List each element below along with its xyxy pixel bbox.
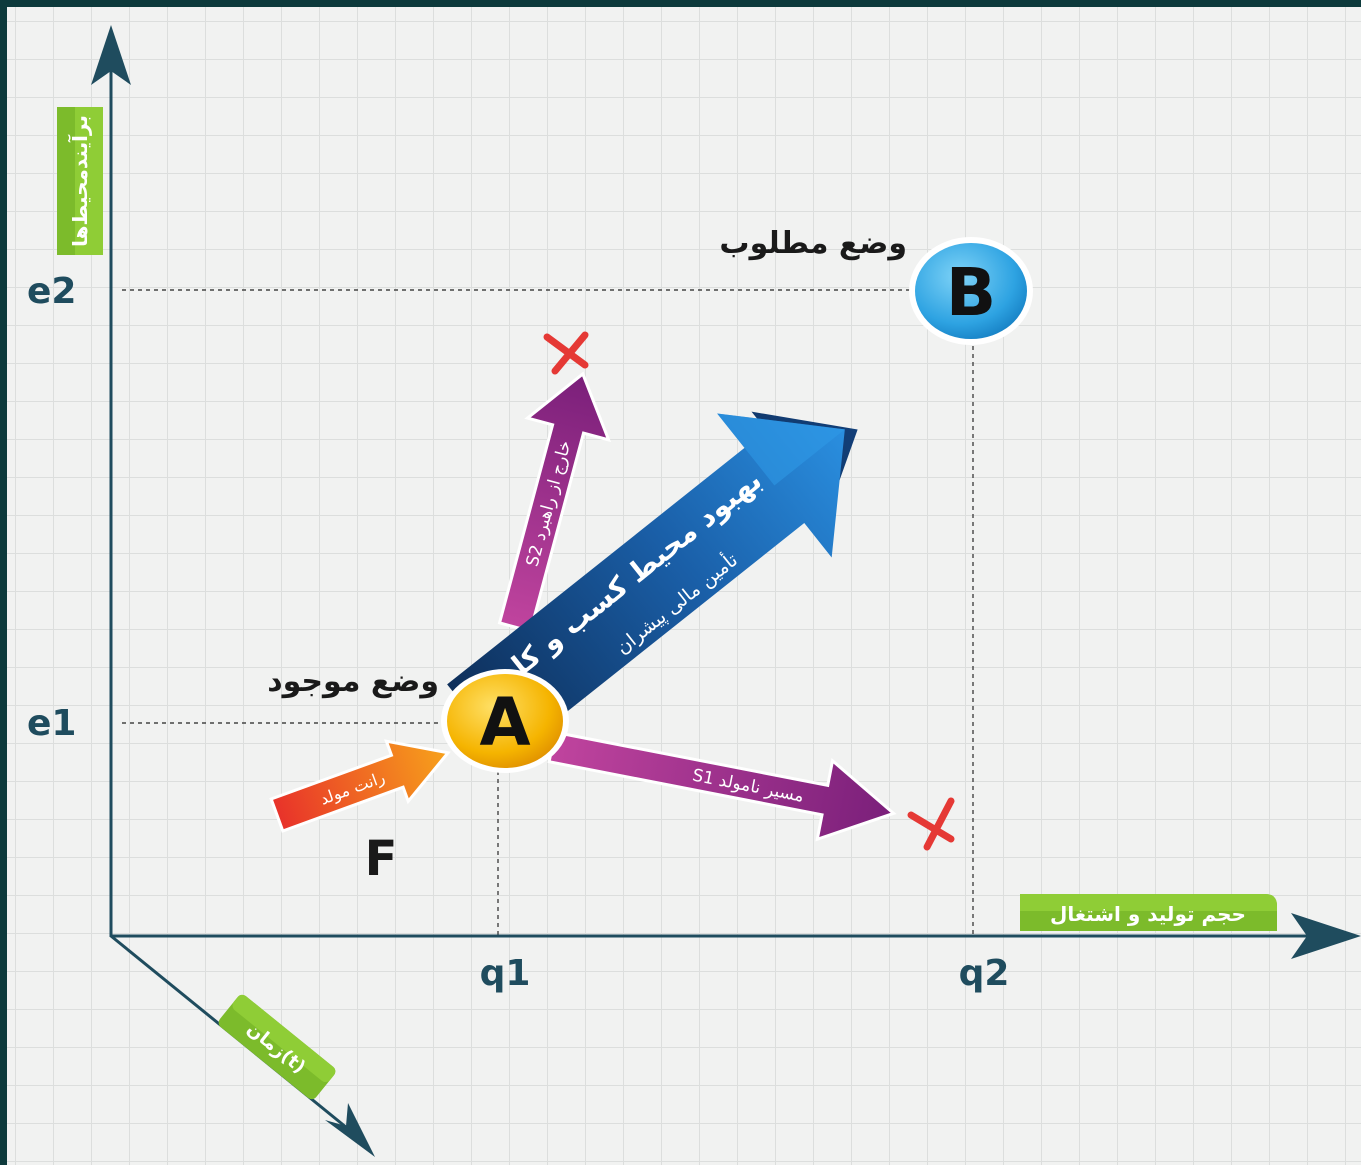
y-axis-arrowhead <box>91 25 131 85</box>
s1-cross-icon <box>907 797 955 851</box>
point-a-label: وضع موجود <box>267 664 439 699</box>
point-f-letter: F <box>365 831 398 887</box>
x-axis-label-tab: حجم تولید و اشتغال <box>1020 894 1277 931</box>
y-axis-label-tab: برآیندمحیط‌ها <box>57 107 103 255</box>
z-axis-label-tab: زمان(t) <box>218 994 336 1100</box>
x-axis-label: حجم تولید و اشتغال <box>1050 902 1246 926</box>
tick-e2: e2 <box>27 271 76 312</box>
rent-arrow: رانت مولد <box>269 739 451 833</box>
s2-cross-icon <box>543 331 589 375</box>
point-a: A <box>441 669 569 773</box>
tick-q2: q2 <box>959 953 1010 994</box>
z-axis-arrowhead <box>325 1103 375 1157</box>
x-axis-arrowhead <box>1291 913 1361 959</box>
point-b: B <box>909 237 1033 345</box>
point-b-letter: B <box>946 254 996 331</box>
diagram-svg: برآیندمحیط‌ها حجم تولید و اشتغال زمان(t)… <box>27 25 1361 1157</box>
point-b-label: وضع مطلوب <box>719 226 907 261</box>
tick-e1: e1 <box>27 703 76 744</box>
point-a-letter: A <box>479 684 530 761</box>
s1-arrow: S1 مسیر نامولد <box>547 730 897 842</box>
tick-q1: q1 <box>480 953 531 994</box>
main-arrow: بهبود محیط کسب و کار تأمین مالی پیشران <box>447 411 858 760</box>
y-axis-label: برآیندمحیط‌ها <box>67 115 92 247</box>
diagram-canvas: برآیندمحیط‌ها حجم تولید و اشتغال زمان(t)… <box>7 7 1361 1165</box>
axes <box>91 25 1361 1157</box>
